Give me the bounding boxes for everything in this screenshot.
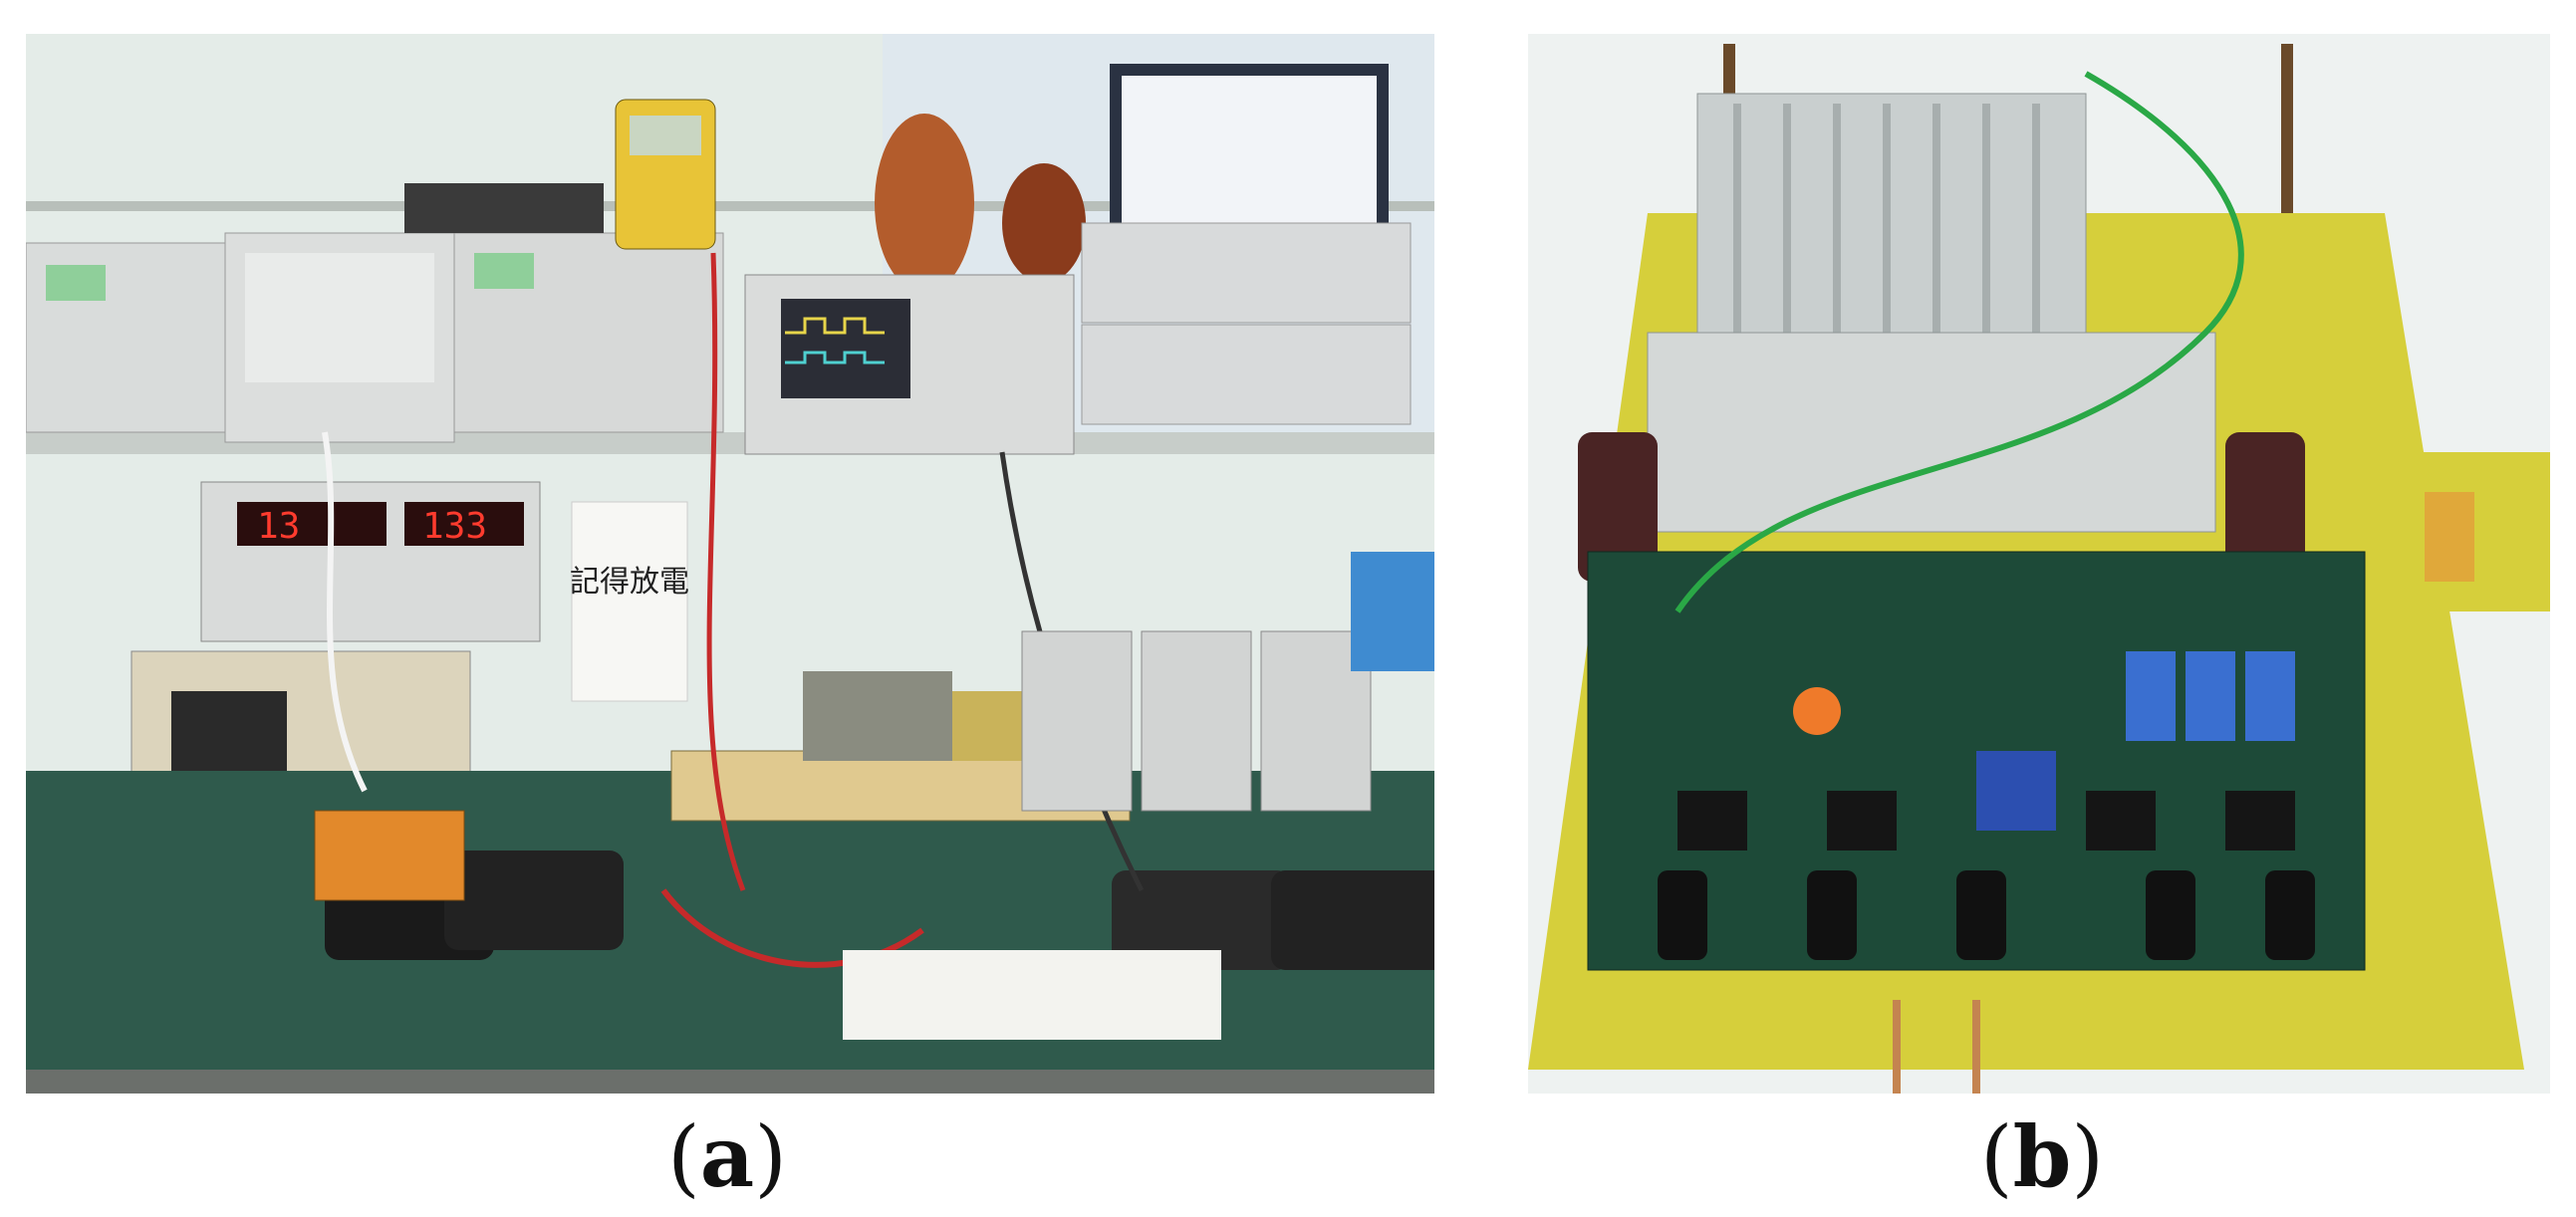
- caption-a: (a): [558, 1107, 897, 1207]
- caption-a-open: (: [667, 1108, 700, 1206]
- caption-b-open: (: [1979, 1108, 2013, 1206]
- caption-a-letter: a: [699, 1107, 755, 1206]
- lab-bench-illustration: 13 133 記得放電: [26, 34, 1434, 1094]
- caption-a-close: ): [754, 1108, 787, 1206]
- photo-panel-a: 13 133 記得放電: [26, 34, 1434, 1094]
- photo-panel-b: [1528, 34, 2550, 1094]
- caption-b-close: ): [2071, 1108, 2105, 1206]
- display-readout-left: 13: [257, 506, 300, 547]
- warning-sign-text: 記得放電: [570, 565, 689, 600]
- caption-b-letter: b: [2012, 1107, 2072, 1206]
- caption-b: (b): [1873, 1107, 2211, 1207]
- circuit-board-illustration: [1528, 34, 2550, 1094]
- display-readout-right: 133: [422, 506, 487, 547]
